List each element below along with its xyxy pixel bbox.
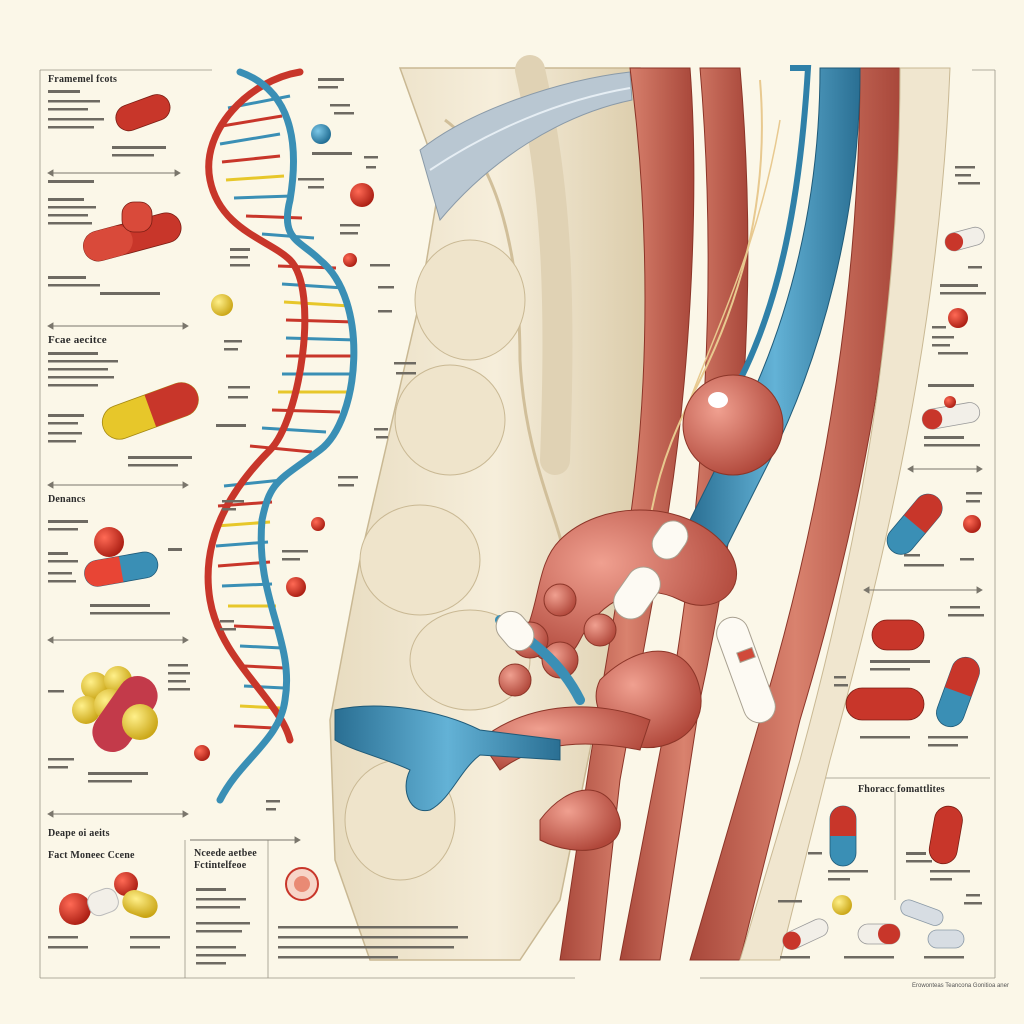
dimension-arrow-icon bbox=[47, 169, 983, 844]
heading-left-lower: Denancs bbox=[48, 494, 86, 505]
heading-right-lower: Fhoracc fomattlites bbox=[858, 784, 945, 795]
heading-left-middle: Fcae aecitce bbox=[48, 334, 107, 346]
footnote: Erowonteas Teancona Gonitioa aner bbox=[912, 983, 1009, 989]
body-text-lines bbox=[48, 78, 986, 965]
heading-top-left: Framemel fcots bbox=[48, 74, 118, 85]
heading-bottom-left: Deape oi aeits bbox=[48, 828, 110, 839]
anatomy-muscle-illustration bbox=[329, 55, 951, 961]
heading-bottom-left-box: Fact Moneec Ccene bbox=[48, 850, 135, 861]
molecule-ball-icon bbox=[59, 124, 981, 925]
dna-double-helix bbox=[204, 68, 358, 804]
frame-lines bbox=[39, 69, 996, 979]
capsule-pill-icon bbox=[83, 94, 985, 950]
heading-bottom-center-box: Nceede aetbee Fctintelfeoe bbox=[194, 848, 257, 871]
cell-cross-section-icon bbox=[285, 867, 319, 901]
